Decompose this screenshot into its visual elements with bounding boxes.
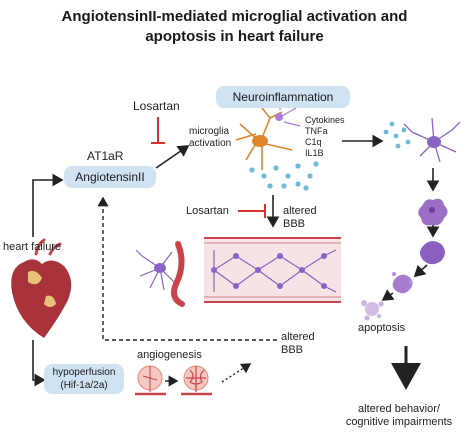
apoptosis-arrow-4 [381, 289, 395, 301]
angiotensin-to-microglia-arrow [155, 145, 190, 169]
losartan-inhibition-mid [238, 204, 266, 218]
diagram-title-line-2: apoptosis in heart failure [145, 28, 324, 45]
perivascular-microglia [135, 241, 185, 307]
apoptotic-cell-4 [361, 300, 384, 321]
angiogenesis-to-bbb-dotted-arrow [221, 363, 252, 383]
angiogenesis-vessel-2 [181, 365, 212, 396]
heart-failure-label: heart failure [3, 241, 62, 253]
apoptotic-cell-3 [392, 272, 413, 294]
hypoperfusion-box: hypoperfusion (Hif-1a/2a) [44, 364, 124, 394]
apoptotic-cell-1 [418, 198, 448, 226]
apoptosis-arrow-3 [413, 264, 428, 278]
microglia-activation-label: microglia activation [189, 126, 232, 149]
angiotensin-box: AngiotensinII [64, 166, 156, 188]
altered-bbb-label-bottom: altered BBB [281, 331, 315, 356]
reactive-microglia-right [383, 117, 461, 163]
angiogenesis-vessel-1 [135, 365, 166, 396]
outcome-label: altered behavior/ cognitive impairments [345, 403, 453, 428]
heart-to-hypoperfusion-arrow [32, 340, 46, 387]
cytokine-label-2: C1q [305, 137, 322, 147]
cytokine-label-1: TNFa [305, 126, 328, 136]
cytokine-label-0: Cytokines [305, 115, 345, 125]
apoptotic-cell-2 [420, 240, 445, 265]
activated-microglia-illustration [235, 98, 319, 191]
angiogenesis-label: angiogenesis [137, 349, 202, 361]
diagram-title-line-1: AngiotensinII-mediated microglial activa… [61, 8, 408, 25]
losartan-label-top: Losartan [133, 99, 180, 113]
cytokine-label-3: IL1B [305, 148, 324, 158]
bbb-feedback-dashed-arrow [97, 196, 277, 341]
losartan-inhibition-top [151, 117, 165, 144]
bbb-vessel-band [204, 237, 341, 303]
failing-heart-illustration [11, 238, 72, 338]
altered-bbb-label-top: altered BBB [283, 205, 317, 230]
at1ar-label: AT1aR [87, 149, 124, 163]
losartan-label-mid: Losartan [186, 205, 229, 217]
heart-to-angiotensin-arrow [32, 173, 64, 237]
neuroinflammation-box: Neuroinflammation [216, 86, 350, 108]
apoptosis-label: apoptosis [358, 322, 406, 334]
